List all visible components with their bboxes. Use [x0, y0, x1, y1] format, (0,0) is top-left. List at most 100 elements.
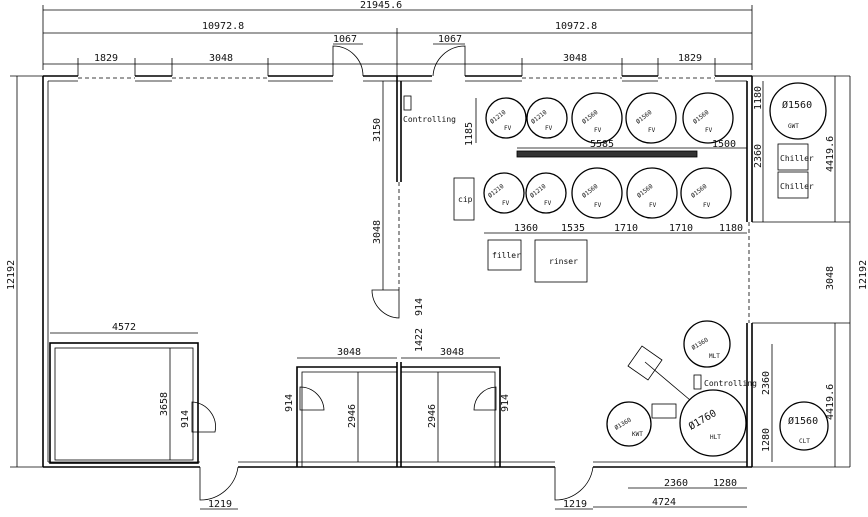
fv-tank-bottom-1: [483, 172, 525, 214]
dim-overall-width: 21945.6: [360, 0, 402, 11]
dim-bottom-4724: 4724: [652, 497, 676, 508]
chiller-1: [777, 143, 809, 171]
dim-side-12192-left: 12192: [6, 260, 17, 290]
fv-top-3-label: FV: [594, 127, 602, 134]
dim-door-914-left-room: 914: [284, 394, 295, 412]
controlling-panel-brewhouse: [693, 374, 702, 390]
dim-room-3658: 3658: [159, 392, 170, 416]
hlt-label: HLT: [710, 434, 721, 441]
fv-top-4-label: FV: [648, 127, 656, 134]
dim-door-1219-right: 1219: [563, 499, 587, 510]
dim-door-914-center: 914: [414, 298, 425, 316]
dim-room-3048-left: 3048: [337, 347, 361, 358]
kwt-tank: [606, 401, 652, 447]
brewhouse-pump: [651, 403, 677, 419]
clt-tank: [779, 401, 829, 451]
controlling-label-brewhouse: Controlling: [704, 379, 757, 388]
fv-tank-bottom-2: [525, 172, 567, 214]
dim-row-1710-b: 1710: [669, 223, 693, 234]
fv-bottom-4-label: FV: [649, 202, 657, 209]
mlt-tank: [683, 320, 731, 368]
dim-window-3048-right: 3048: [563, 53, 587, 64]
dim-half-left: 10972.8: [202, 21, 244, 32]
dim-v-3048: 3048: [372, 220, 383, 244]
fv-platform: [516, 150, 698, 158]
mlt-label: MLT: [709, 353, 720, 360]
dim-half-right: 10972.8: [555, 21, 597, 32]
hlt-tank: [679, 389, 747, 457]
clt-label: CLT: [799, 438, 810, 445]
dim-window-3048-left: 3048: [209, 53, 233, 64]
dim-brewhouse-1280: 1280: [761, 428, 772, 452]
fv-bottom-1-label: FV: [502, 200, 510, 207]
fv-tank-bottom-3: [571, 167, 623, 219]
dim-side-12192-right: 12192: [858, 260, 868, 290]
dim-door-914-right-room: 914: [500, 394, 511, 412]
dim-door-1219-left: 1219: [208, 499, 232, 510]
cip-unit: [453, 177, 475, 221]
fv-tank-top-4: [625, 92, 677, 144]
fv-tank-top-3: [571, 92, 623, 144]
fv-top-1-label: FV: [504, 125, 512, 132]
dim-window-1829-right: 1829: [678, 53, 702, 64]
dim-side-1180: 1180: [753, 86, 764, 110]
chiller-2: [777, 171, 809, 199]
small-rooms: [296, 366, 501, 467]
dim-door-914-coldroom: 914: [180, 410, 191, 428]
dim-platform-1500: 1500: [712, 139, 736, 150]
dim-side-2360: 2360: [753, 144, 764, 168]
fv-tank-top-5: [682, 92, 734, 144]
kwt-label: KWT: [632, 431, 643, 438]
brewhouse-platform: [627, 345, 663, 381]
gwt-size: Ø1560: [782, 99, 812, 111]
cip-label: cip: [458, 195, 473, 204]
dim-door-1067-left: 1067: [333, 34, 357, 45]
cold-room: [49, 342, 199, 464]
fv-tank-top-2: [526, 97, 568, 139]
fv-bottom-2-label: FV: [544, 200, 552, 207]
filler-unit: [487, 239, 522, 271]
dim-room-2946-right: 2946: [427, 404, 438, 428]
fv-bottom-3-label: FV: [594, 202, 602, 209]
dim-bottom-2360: 2360: [664, 478, 688, 489]
dim-row-1180: 1180: [719, 223, 743, 234]
gwt-label: GWT: [788, 123, 799, 130]
filler-label: filler: [492, 251, 521, 260]
fv-tank-bottom-4: [626, 167, 678, 219]
gwt-tank: [769, 82, 827, 140]
doors: [191, 45, 594, 501]
dim-row-1710-a: 1710: [614, 223, 638, 234]
chiller-2-label: Chiller: [780, 182, 814, 191]
clt-size: Ø1560: [788, 415, 818, 427]
chiller-1-label: Chiller: [780, 154, 814, 163]
fv-bottom-5-label: FV: [703, 202, 711, 209]
dim-door-1422: 1422: [414, 328, 425, 352]
fv-tank-top-1: [485, 97, 527, 139]
fv-top-2-label: FV: [545, 125, 553, 132]
dim-bottom-1280: 1280: [713, 478, 737, 489]
dim-side-3048: 3048: [825, 266, 836, 290]
dim-room-2946-left: 2946: [347, 404, 358, 428]
dim-brewhouse-2360: 2360: [761, 371, 772, 395]
dim-v-1185: 1185: [464, 122, 475, 146]
controlling-label-top: Controlling: [403, 115, 456, 124]
rinser-unit: [534, 239, 588, 283]
top-dimensions: [42, 5, 753, 76]
dim-side-4419-bottom: 4419.6: [825, 384, 836, 420]
dim-side-4419-top: 4419.6: [825, 136, 836, 172]
rinser-label: rinser: [549, 257, 578, 266]
fv-top-5-label: FV: [705, 127, 713, 134]
right-annex: [752, 75, 850, 468]
dim-platform-5585: 5585: [590, 139, 614, 150]
equipment: Controlling Ø1210 Ø1210 Ø1560 Ø1560 Ø156…: [403, 82, 829, 457]
dim-row-1535: 1535: [561, 223, 585, 234]
dim-v-3150: 3150: [372, 118, 383, 142]
dim-room-4572: 4572: [112, 322, 136, 333]
dim-room-3048-right: 3048: [440, 347, 464, 358]
dim-window-1829-left: 1829: [94, 53, 118, 64]
fv-tank-bottom-5: [680, 167, 732, 219]
dim-door-1067-right: 1067: [438, 34, 462, 45]
outer-walls: [42, 75, 753, 468]
dim-row-1360: 1360: [514, 223, 538, 234]
